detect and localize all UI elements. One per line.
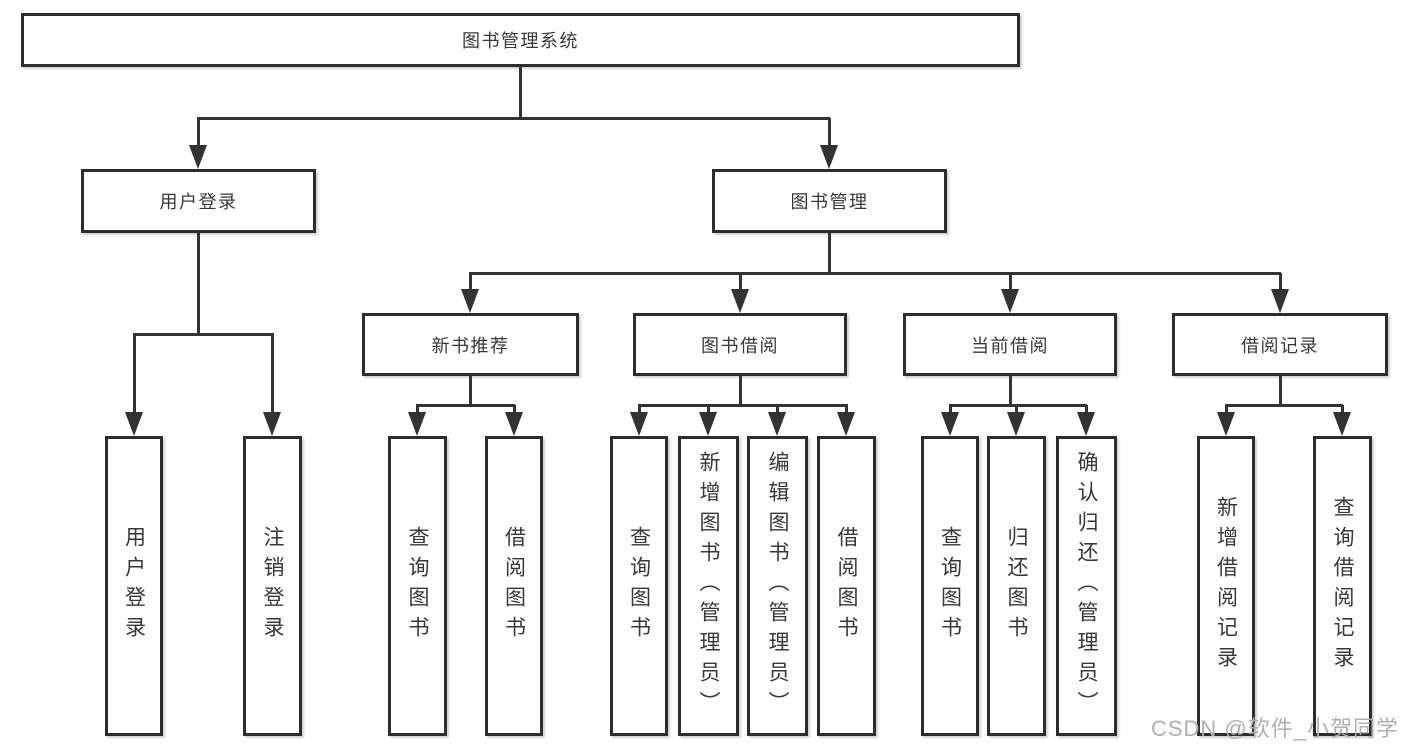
connector-stem-new-book-rec bbox=[469, 273, 472, 293]
node-root: 图书管理系统 bbox=[21, 13, 1020, 67]
node-bb-edit-books: 编辑图书（管理员） bbox=[747, 436, 808, 736]
node-book-mgmt: 图书管理 bbox=[712, 169, 947, 233]
connector-stem-rec-borrow bbox=[513, 405, 516, 414]
node-br-query-record-label: 查询借阅记录 bbox=[1331, 496, 1354, 676]
node-rec-borrow-books-label: 借阅图书 bbox=[502, 526, 526, 646]
arrowhead-bb-add bbox=[699, 412, 717, 436]
connector-stem-rec-query bbox=[416, 405, 419, 414]
node-book-borrow: 图书借阅 bbox=[633, 313, 847, 376]
connector-stem-br-add bbox=[1225, 405, 1228, 414]
node-book-borrow-label: 图书借阅 bbox=[701, 335, 779, 356]
node-leaf-logout-label: 注销登录 bbox=[261, 526, 284, 646]
connector-stem-user-login bbox=[197, 118, 200, 148]
connector-split-book-borrow bbox=[638, 404, 848, 407]
arrowhead-current-borrow bbox=[1001, 289, 1019, 313]
node-bb-query-books: 查询图书 bbox=[610, 436, 668, 736]
connector-user-login-down bbox=[197, 233, 200, 335]
node-br-query-record: 查询借阅记录 bbox=[1313, 436, 1372, 736]
csdn-watermark: CSDN @软件_小贺同学 bbox=[1150, 716, 1399, 741]
connector-stem-bb-edit bbox=[776, 405, 779, 414]
connector-stem-bb-query bbox=[638, 405, 641, 414]
node-book-mgmt-label: 图书管理 bbox=[790, 192, 869, 212]
arrowhead-cb-query bbox=[941, 412, 959, 436]
node-user-login: 用户登录 bbox=[81, 169, 316, 233]
arrowhead-user-login bbox=[189, 145, 207, 169]
node-new-book-rec: 新书推荐 bbox=[362, 313, 579, 376]
node-cb-query-books-label: 查询图书 bbox=[938, 526, 962, 646]
connector-stem-cb-query bbox=[949, 405, 952, 414]
connector-stem-cb-return bbox=[1015, 405, 1018, 414]
connector-borrow-records-down bbox=[1279, 376, 1282, 406]
arrowhead-cb-return bbox=[1007, 412, 1025, 436]
connector-stem-bb-add bbox=[707, 405, 710, 414]
connector-split-current-borrow bbox=[949, 404, 1087, 407]
arrowhead-leaf-login bbox=[125, 412, 143, 436]
node-leaf-user-login-label: 用户登录 bbox=[122, 526, 146, 646]
node-rec-borrow-books: 借阅图书 bbox=[485, 436, 543, 736]
node-new-book-rec-label: 新书推荐 bbox=[431, 335, 510, 356]
connector-stem-bb-borrow bbox=[845, 405, 848, 414]
node-rec-query-books-label: 查询图书 bbox=[406, 526, 429, 646]
node-cb-confirm-return: 确认归还（管理员） bbox=[1056, 436, 1117, 736]
node-bb-query-books-label: 查询图书 bbox=[627, 526, 651, 646]
connector-stem-book-borrow bbox=[739, 273, 742, 293]
node-cb-return-books-label: 归还图书 bbox=[1005, 526, 1028, 646]
node-cb-confirm-return-label: 确认归还（管理员） bbox=[1075, 451, 1098, 721]
connector-split-level3 bbox=[469, 272, 1281, 275]
connector-new-book-rec-down bbox=[469, 376, 472, 406]
node-rec-query-books: 查询图书 bbox=[388, 436, 447, 736]
node-br-add-record-label: 新增借阅记录 bbox=[1214, 496, 1238, 676]
connector-stem-leaf-login bbox=[133, 334, 136, 414]
connector-stem-br-query bbox=[1341, 405, 1344, 414]
node-cb-query-books: 查询图书 bbox=[921, 436, 979, 736]
arrowhead-bb-edit bbox=[768, 412, 786, 436]
arrowhead-leaf-logout bbox=[263, 412, 281, 436]
arrowhead-new-book-rec bbox=[461, 289, 479, 313]
node-br-add-record: 新增借阅记录 bbox=[1197, 436, 1255, 736]
node-root-label: 图书管理系统 bbox=[462, 31, 579, 51]
arrowhead-borrow-records bbox=[1271, 289, 1289, 313]
connector-split-user-login bbox=[133, 333, 274, 336]
arrowhead-br-add bbox=[1217, 412, 1235, 436]
connector-split-new-book-rec bbox=[416, 404, 515, 407]
node-bb-borrow-books-label: 借阅图书 bbox=[835, 526, 858, 646]
node-leaf-logout: 注销登录 bbox=[243, 436, 302, 736]
connector-current-borrow-down bbox=[1009, 376, 1012, 406]
connector-book-borrow-down bbox=[739, 376, 742, 406]
node-borrow-records: 借阅记录 bbox=[1172, 313, 1388, 376]
node-current-borrow: 当前借阅 bbox=[903, 313, 1117, 376]
arrowhead-book-borrow bbox=[731, 289, 749, 313]
connector-book-mgmt-down bbox=[828, 233, 831, 274]
connector-stem-cb-confirm bbox=[1085, 405, 1088, 414]
arrowhead-rec-borrow bbox=[505, 412, 523, 436]
node-cb-return-books: 归还图书 bbox=[987, 436, 1046, 736]
node-leaf-user-login: 用户登录 bbox=[105, 436, 163, 736]
connector-root-stem bbox=[519, 67, 522, 119]
node-bb-add-books: 新增图书（管理员） bbox=[678, 436, 739, 736]
arrowhead-bb-borrow bbox=[837, 412, 855, 436]
connector-stem-leaf-logout bbox=[271, 334, 274, 414]
connector-split-level2 bbox=[197, 117, 830, 120]
connector-stem-current-borrow bbox=[1009, 273, 1012, 293]
arrowhead-cb-confirm bbox=[1077, 412, 1095, 436]
node-borrow-records-label: 借阅记录 bbox=[1241, 335, 1319, 356]
node-user-login-label: 用户登录 bbox=[159, 192, 238, 212]
arrowhead-bb-query bbox=[630, 412, 648, 436]
connector-stem-book-mgmt bbox=[828, 118, 831, 148]
arrowhead-rec-query bbox=[408, 412, 426, 436]
node-current-borrow-label: 当前借阅 bbox=[971, 335, 1049, 356]
arrowhead-book-mgmt bbox=[820, 145, 838, 169]
node-bb-edit-books-label: 编辑图书（管理员） bbox=[766, 451, 789, 721]
node-bb-borrow-books: 借阅图书 bbox=[817, 436, 876, 736]
node-bb-add-books-label: 新增图书（管理员） bbox=[697, 451, 720, 721]
arrowhead-br-query bbox=[1333, 412, 1351, 436]
connector-stem-borrow-records bbox=[1279, 273, 1282, 293]
connector-split-borrow-records bbox=[1225, 404, 1343, 407]
